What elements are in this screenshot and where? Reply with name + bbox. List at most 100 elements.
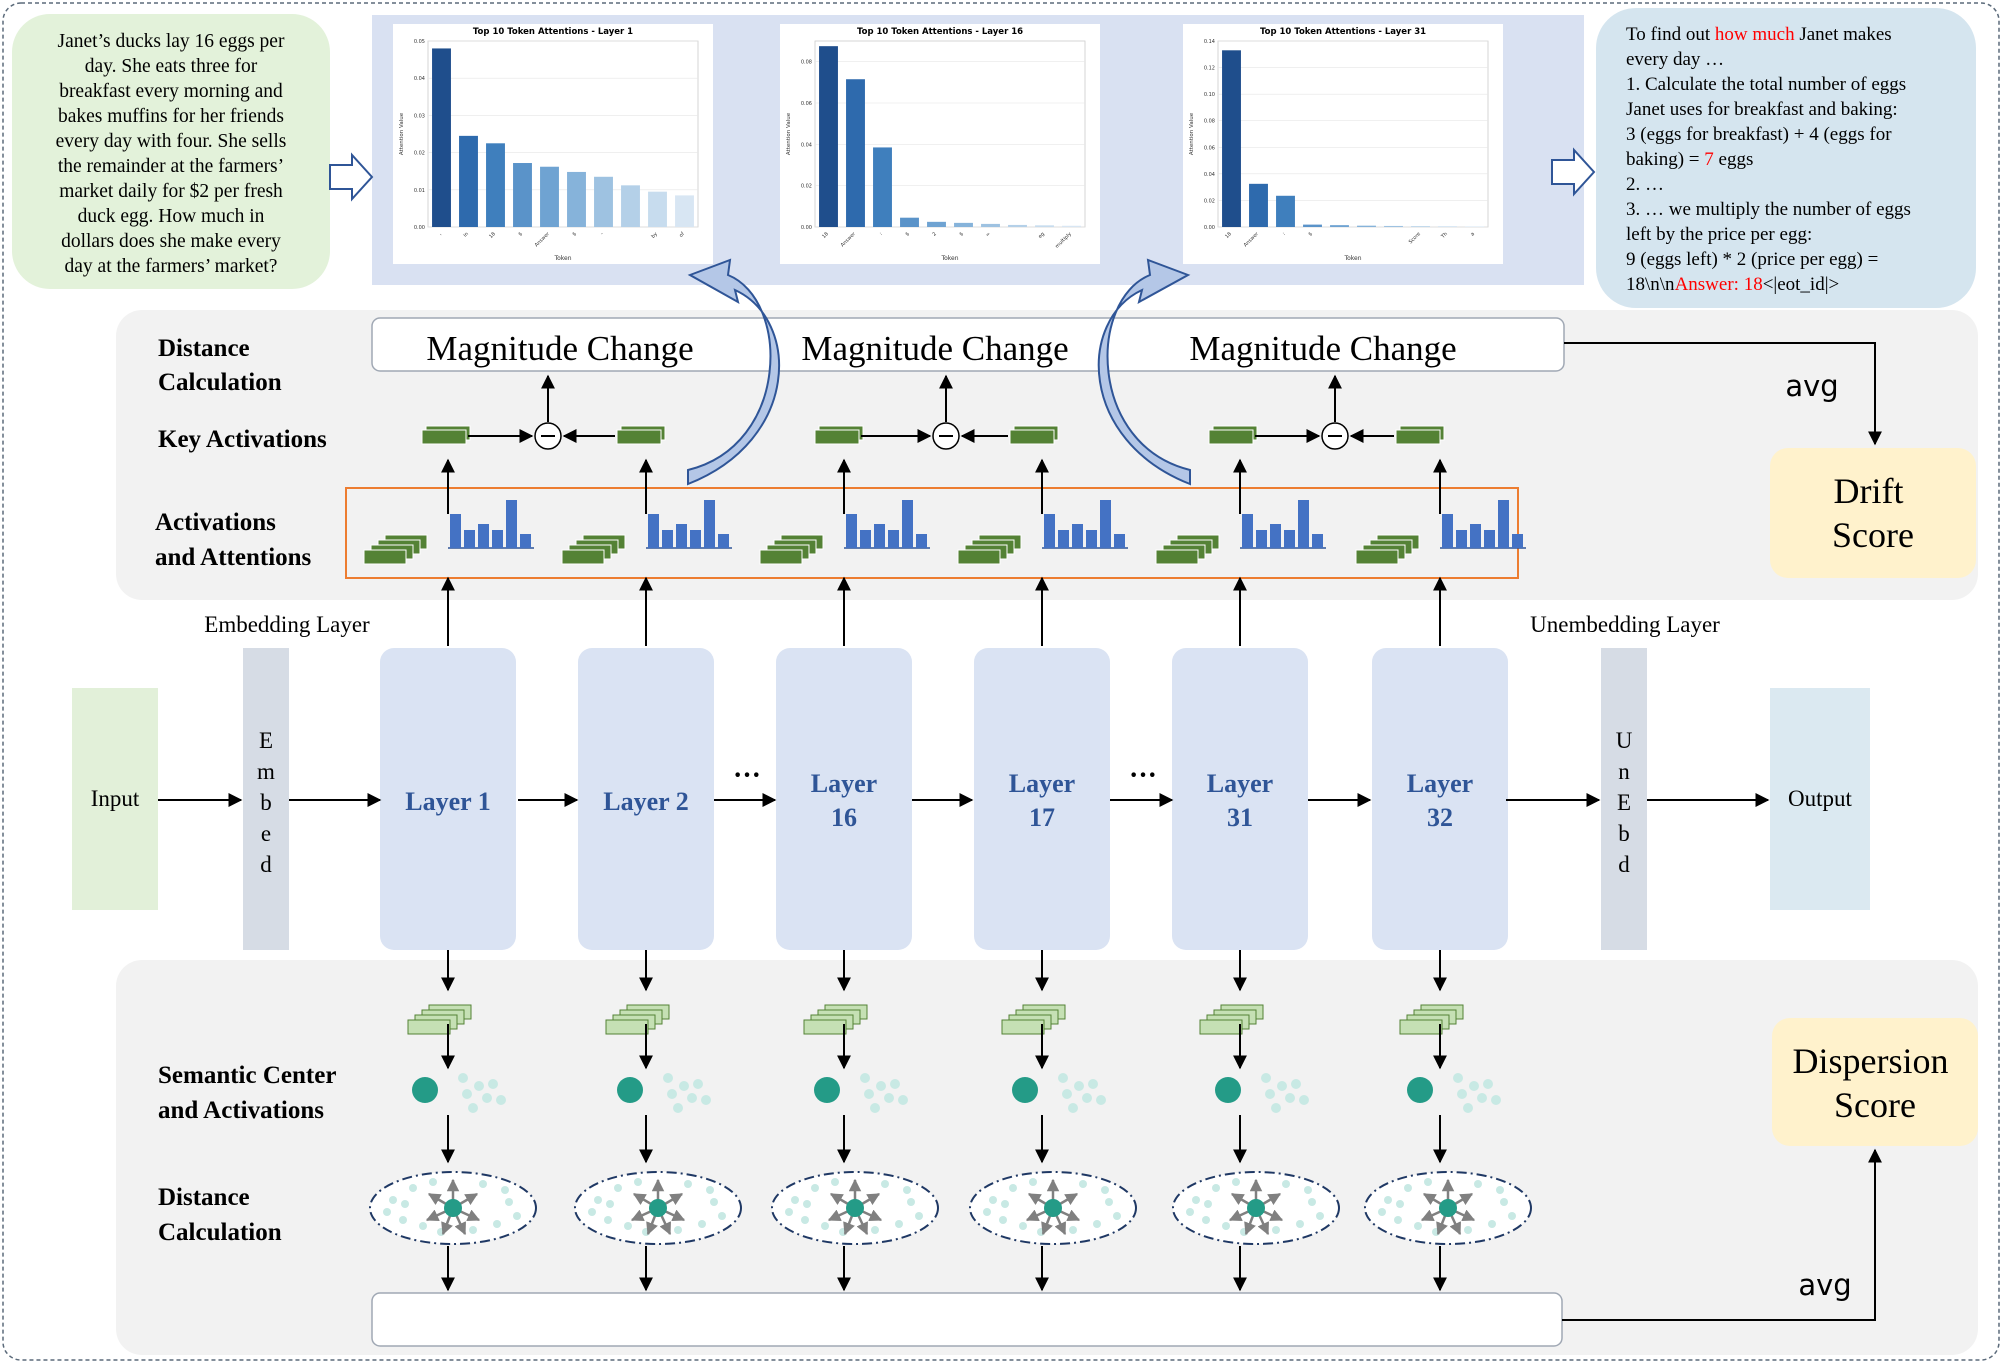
scatter-dot [881, 1180, 889, 1188]
attention-bar [846, 79, 865, 227]
key-activation-right [1395, 425, 1445, 445]
attention-bar [459, 135, 478, 227]
scatter-dot [1113, 1212, 1121, 1220]
activation-stack [1001, 1004, 1066, 1035]
activation-dot [667, 1089, 677, 1099]
attention-bar [690, 530, 701, 548]
answer-bubble [1596, 8, 1976, 308]
y-tick-label: 0.06 [1204, 145, 1215, 151]
attention-bar [594, 176, 613, 227]
question-line: market daily for $2 per fresh [59, 181, 283, 202]
attention-bar [1512, 534, 1523, 548]
scatter-dot [1232, 1178, 1240, 1186]
attention-bar [621, 185, 640, 227]
activation-dot [701, 1095, 711, 1105]
scatter-dot [915, 1212, 923, 1220]
activation-dot [1453, 1073, 1463, 1083]
answer-segment: Answer: 18 [1675, 274, 1763, 295]
distance-calculation-label: Distance Calculation [158, 1184, 282, 1246]
scatter-dot [999, 1216, 1007, 1224]
activation-card [407, 1019, 451, 1035]
attention-bar [1276, 195, 1295, 227]
attention-bar [1270, 524, 1281, 548]
answer-segment: 7 [1704, 149, 1714, 170]
drift-score-label: Drift Score [1832, 471, 1914, 555]
attention-bar [1242, 514, 1253, 548]
attention-bar [1284, 530, 1295, 548]
layer-label-line: 31 [1227, 803, 1253, 832]
x-tick-label: : [878, 231, 884, 237]
attention-bar [520, 534, 531, 548]
scatter-dot [1496, 1186, 1504, 1194]
attention-bar [1470, 524, 1481, 548]
activation-card [1155, 549, 1199, 565]
attention-bar [676, 524, 687, 548]
question-line: breakfast every morning and [59, 81, 283, 102]
scatter-dot [505, 1198, 513, 1206]
top-panel [116, 310, 1978, 600]
vertical-letter: b [260, 790, 272, 815]
x-tick-label: 2 [931, 231, 937, 237]
activation-stack [1399, 1004, 1464, 1035]
attention-bar [1249, 183, 1268, 227]
scatter-dot [383, 1208, 391, 1216]
question-line: Janet’s ducks lay 16 eggs per [58, 31, 285, 52]
attention-bar [567, 171, 586, 227]
y-tick-label: 0.00 [801, 225, 812, 231]
activation-dot [1265, 1089, 1275, 1099]
attention-bar [648, 191, 667, 227]
scatter-dot [1378, 1208, 1386, 1216]
scatter-dot [1308, 1198, 1316, 1206]
answer-segment: To find out [1626, 24, 1715, 45]
scatter-dot [1396, 1200, 1404, 1208]
scatter-dot [684, 1180, 692, 1188]
vertical-letter: d [260, 852, 272, 877]
vertical-letter: b [1618, 821, 1630, 846]
scatter-dot [1093, 1220, 1101, 1228]
scatter-dot [501, 1186, 509, 1194]
attention-bar [1357, 225, 1376, 227]
activation-dot [496, 1095, 506, 1105]
attention-bar [1008, 224, 1027, 227]
input-box [72, 688, 158, 910]
attention-bar [1256, 530, 1267, 548]
activation-card [363, 549, 407, 565]
scatter-dot [1192, 1196, 1200, 1204]
x-tick-label: = [985, 231, 992, 238]
x-tick-label: 18 [488, 231, 497, 240]
scatter-dot [614, 1184, 622, 1192]
magnitude-change-label: Magnitude Change [801, 329, 1068, 368]
avg-label: avg [1798, 1268, 1851, 1302]
activation-dot [890, 1079, 900, 1089]
attention-bar [1456, 530, 1467, 548]
activation-dot [663, 1073, 673, 1083]
question-line: duck egg. How much in [78, 206, 265, 227]
key-activation-right [1009, 425, 1059, 445]
attention-bar [464, 530, 475, 548]
vertical-letter: U [1616, 728, 1633, 753]
attention-bar [486, 143, 505, 227]
dispersion-score-label: Dispersion Score [1793, 1041, 1958, 1125]
attention-bar [1222, 50, 1241, 227]
scatter-dot [811, 1184, 819, 1192]
activation-dot [693, 1079, 703, 1089]
answer-segment: 9 (eggs left) * 2 (price per egg) = [1626, 249, 1878, 270]
attention-bar [540, 166, 559, 227]
activation-card [1395, 429, 1441, 445]
activation-dot [898, 1095, 908, 1105]
semantic-center-dot [412, 1077, 438, 1103]
attention-charts: Top 10 Token Attentions - Layer 10.000.0… [393, 24, 1503, 264]
activation-dot [673, 1103, 683, 1113]
vertical-letter: e [261, 821, 271, 846]
scatter-dot [1464, 1226, 1472, 1234]
y-tick-label: 0.01 [414, 188, 425, 194]
key-activations-label: Key Activations [158, 426, 327, 453]
activation-dot [482, 1093, 492, 1103]
avg-arrow-bottom [1562, 1148, 1882, 1321]
y-tick-label: 0.04 [1204, 172, 1215, 178]
question-line: the remainder at the farmers’ [58, 156, 284, 177]
